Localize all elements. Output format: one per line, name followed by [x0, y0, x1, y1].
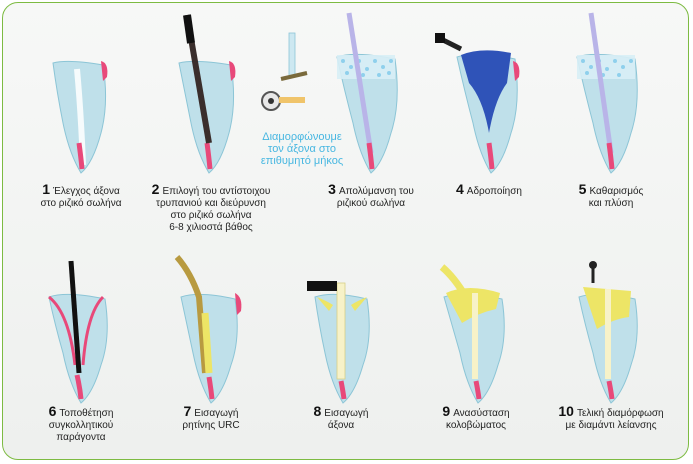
caption-line: κολοβώματος: [446, 420, 506, 431]
caption-line: άξονα: [327, 420, 355, 431]
note-line: τον άξονα στο: [268, 143, 336, 155]
caption-line: Αδροποίηση: [466, 186, 522, 197]
step-number: 6: [48, 403, 57, 419]
tooth-illustration-9: [439, 264, 505, 404]
step-number: 1: [42, 181, 50, 197]
post-cutting-illustration: [261, 32, 308, 111]
caption-line: Τελική διαμόρφωση: [576, 408, 664, 419]
tooth-illustration-1: [52, 60, 108, 174]
caption-line: ρητίνης URC: [182, 420, 240, 431]
post-icon: [336, 282, 346, 380]
caption-line: τρυπανιού και διεύρυνση: [156, 198, 266, 209]
step-number: 4: [456, 181, 464, 197]
composite-syringe-icon: [439, 264, 470, 299]
caption-line: Ανασύσταση: [453, 408, 510, 419]
step-number: 3: [328, 181, 336, 197]
step-number: 5: [578, 181, 587, 197]
resin-syringe-icon: [174, 255, 208, 374]
step-number: 2: [151, 181, 160, 197]
tooth-illustration-7: [174, 255, 242, 404]
note-line: Διαμορφώνουμε: [262, 131, 342, 143]
caption-line: με διαμάντι λείανσης: [565, 420, 657, 431]
step-number: 10: [558, 403, 574, 419]
step-number: 9: [442, 403, 451, 419]
caption-line: παράγοντα: [56, 432, 106, 443]
caption-line: 6-8 χιλιοστά βάθος: [169, 222, 253, 233]
etch-syringe-icon: [435, 33, 445, 43]
step-number: 8: [313, 403, 322, 419]
tooth-illustration-5: [576, 12, 638, 174]
caption-line: και πλύση: [588, 198, 634, 209]
caption-line: συγκολλητικού: [48, 420, 114, 431]
caption-line: Έλεγχος άξονα: [53, 186, 120, 197]
sizing-note: Διαμορφώνουμε τον άξονα στο επιθυμητό μή…: [251, 131, 353, 167]
adhesive-brush-icon: [68, 260, 82, 374]
caption-line: στο ριζικό σωλήνα: [40, 198, 122, 209]
note-line: επιθυμητό μήκος: [260, 155, 344, 167]
caption-line: Τοποθέτηση: [59, 408, 114, 419]
forceps-icon: [307, 281, 337, 291]
rinse-needle-icon: [588, 12, 614, 154]
tooth-illustration-10: [578, 261, 638, 404]
step-number: 7: [183, 403, 192, 419]
caption-line: Καθαρισμός: [589, 186, 644, 197]
tooth-illustration-3: [336, 12, 398, 174]
caption-line: στο ριζικό σωλήνα: [170, 210, 252, 221]
caption-line: Επιλογή του αντίστοιχου: [162, 186, 271, 197]
caption-line: Εισαγωγή: [194, 408, 239, 419]
caption-line: Απολύμανση του: [338, 186, 414, 197]
tooth-illustration-2: [178, 14, 236, 174]
caption-line: ριζικού σωλήνα: [336, 198, 406, 209]
irrigation-needle-icon: [346, 12, 374, 154]
caption-line: Εισαγωγή: [324, 408, 369, 419]
tooth-illustration-8: [307, 281, 370, 404]
tooth-illustration-4: [435, 33, 520, 174]
tooth-illustration-6: [48, 260, 108, 404]
